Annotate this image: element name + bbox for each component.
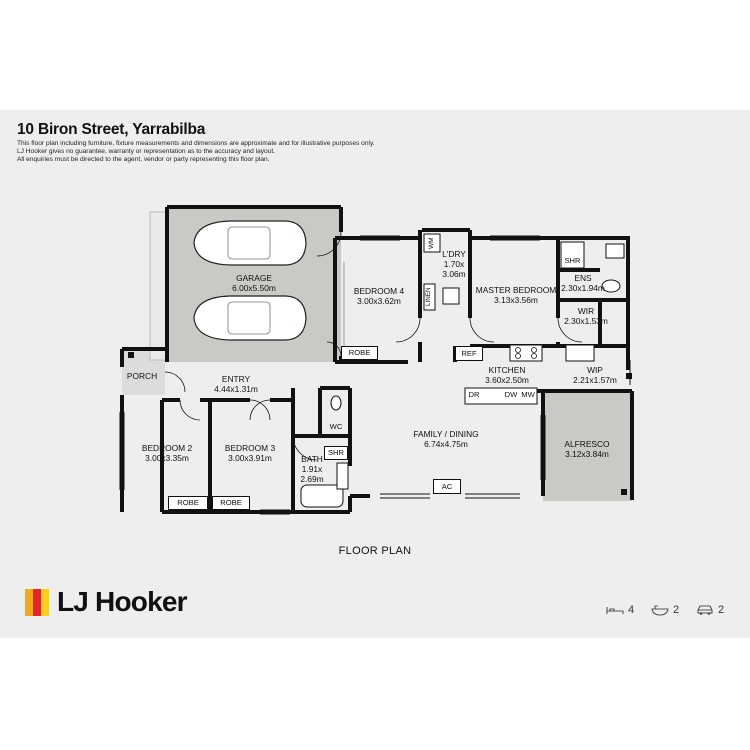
room-kitchen-size: 3.60x2.50m [485, 375, 529, 385]
room-laundry-size-1: 1.70x [443, 259, 465, 269]
room-laundry-name: L'DRY [442, 249, 466, 259]
room-wir-name: WIR [577, 306, 595, 316]
room-alfresco-size: 3.12x3.84m [565, 449, 609, 459]
logo-bar-orange [25, 588, 33, 616]
logo-bar-yellow [41, 588, 49, 616]
room-alfresco: ALFRESCO 3.12x3.84m [555, 439, 619, 459]
robe-bedroom-3: ROBE [212, 496, 250, 510]
room-bedroom-3-name: BEDROOM 3 [224, 443, 276, 453]
room-laundry: L'DRY 1.70x 3.06m [438, 249, 470, 279]
air-conditioner-label: AC [433, 479, 461, 494]
alfresco-area [543, 391, 632, 501]
bath-icon [651, 605, 669, 616]
washing-machine-label: WM [428, 237, 435, 249]
brand-logo-mark [25, 588, 49, 616]
room-bath-size-2: 2.69m [300, 474, 324, 484]
robe-bedroom-2: ROBE [168, 496, 208, 510]
room-bath-size-1: 1.91x [301, 464, 323, 474]
room-entry-size: 4.44x1.31m [214, 384, 258, 394]
property-title: 10 Biron Street, Yarrabilba [17, 121, 206, 138]
driveway-strip [149, 211, 167, 361]
room-garage-size: 6.00x5.50m [232, 283, 276, 293]
microwave-label: MW [521, 390, 535, 399]
bath-shower-label: SHR [324, 446, 348, 460]
room-porch-name: PORCH [126, 371, 158, 381]
disclaimer-line-2: LJ Hooker gives no guarantee, warranty o… [17, 148, 276, 155]
room-master-name: MASTER BEDROOM [475, 285, 557, 295]
car-icon [697, 605, 713, 615]
room-ens-name: ENS [574, 273, 592, 283]
logo-bar-red [33, 588, 41, 616]
room-garage: GARAGE 6.00x5.50m [210, 273, 298, 293]
disclaimer-line-3: All enquiries must be directed to the ag… [17, 156, 270, 163]
bathroom-count-value: 2 [673, 604, 680, 616]
brand-logo: LJ Hooker [25, 586, 188, 617]
room-ens-size: 2.30x1.94m [561, 283, 605, 293]
room-garage-name: GARAGE [236, 273, 272, 283]
brand-name: LJ Hooker [57, 586, 188, 617]
fridge-label: REF [455, 346, 483, 361]
car-drawings [193, 220, 307, 341]
ensuite-shower-label: SHR [564, 256, 581, 265]
room-bedroom-4-size: 3.00x3.62m [357, 296, 401, 306]
room-bedroom-2-name: BEDROOM 2 [141, 443, 193, 453]
room-porch: PORCH [120, 371, 164, 381]
room-wip: WIP 2.21x1.57m [560, 365, 630, 385]
wc-label: WC [329, 422, 343, 431]
room-bath: BATH 1.91x 2.69m [296, 454, 328, 484]
room-bedroom-3-size: 3.00x3.91m [228, 453, 272, 463]
car-space-count: 2 [696, 602, 724, 618]
bathroom-count: 2 [651, 602, 679, 618]
room-wip-name: WIP [587, 365, 603, 375]
drawers-label: DR [468, 390, 480, 399]
room-bedroom-4-name: BEDROOM 4 [353, 286, 405, 296]
room-master-bedroom: MASTER BEDROOM 3.13x3.56m [474, 285, 558, 305]
room-family-dining: FAMILY / DINING 6.74x4.75m [400, 429, 492, 449]
room-bedroom-2-size: 3.00x3.35m [145, 453, 189, 463]
room-entry-name: ENTRY [221, 374, 251, 384]
bedroom-count-value: 4 [628, 604, 635, 616]
car-space-count-value: 2 [718, 604, 725, 616]
bedroom-count: 4 [606, 602, 634, 618]
room-bedroom-3: BEDROOM 3 3.00x3.91m [215, 443, 285, 463]
room-bedroom-4: BEDROOM 4 3.00x3.62m [340, 286, 418, 306]
room-bedroom-2: BEDROOM 2 3.00x3.35m [132, 443, 202, 463]
room-entry: ENTRY 4.44x1.31m [205, 374, 267, 394]
room-kitchen: KITCHEN 3.60x2.50m [478, 365, 536, 385]
room-master-size: 3.13x3.56m [494, 295, 538, 305]
linen-label: LINEN [425, 287, 432, 307]
room-laundry-size-2: 3.06m [442, 269, 466, 279]
floor-plan-caption: FLOOR PLAN [338, 545, 412, 557]
room-alfresco-name: ALFRESCO [564, 439, 610, 449]
bed-icon [606, 607, 624, 614]
dishwasher-label: DW [504, 390, 518, 399]
robe-bedroom-4: ROBE [341, 346, 378, 360]
room-kitchen-name: KITCHEN [488, 365, 526, 375]
room-family-name: FAMILY / DINING [413, 429, 479, 439]
room-wir: WIR 2.30x1.53m [560, 306, 612, 326]
room-wir-size: 2.30x1.53m [564, 316, 608, 326]
room-family-size: 6.74x4.75m [424, 439, 468, 449]
room-bath-name: BATH [301, 454, 323, 464]
room-wip-size: 2.21x1.57m [573, 375, 617, 385]
room-ensuite: ENS 2.30x1.94m [558, 273, 608, 293]
disclaimer-line-1: This floor plan including furniture, fix… [17, 140, 375, 147]
